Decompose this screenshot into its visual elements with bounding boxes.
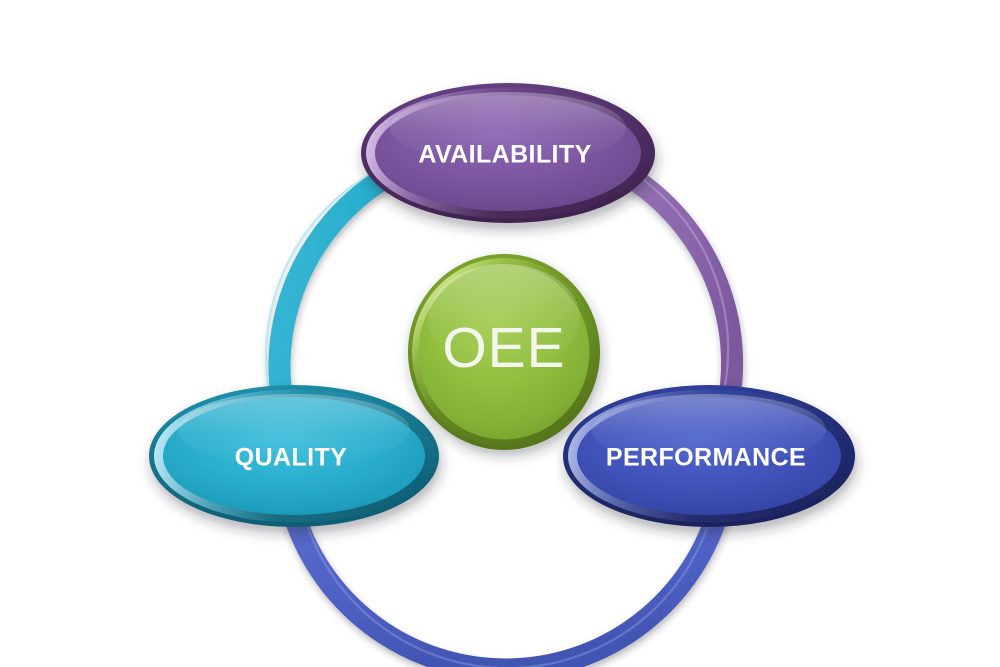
arc-performance-to-quality-band bbox=[281, 502, 731, 667]
lobe-quality[interactable]: QUALITY bbox=[149, 385, 439, 527]
lobe-availability-sheen bbox=[390, 92, 626, 164]
lobe-availability[interactable]: AVAILABILITY bbox=[361, 83, 655, 223]
lobe-performance[interactable]: PERFORMANCE bbox=[563, 385, 855, 527]
lobe-performance-label: PERFORMANCE bbox=[606, 444, 806, 472]
lobe-quality-label: QUALITY bbox=[235, 444, 348, 472]
center-node-label: OEE bbox=[442, 316, 565, 380]
lobe-performance-sheen bbox=[592, 394, 826, 466]
lobe-quality-sheen bbox=[178, 394, 410, 466]
lobe-availability-label: AVAILABILITY bbox=[418, 141, 591, 169]
center-node-oee[interactable]: OEE bbox=[408, 254, 600, 450]
arc-performance-to-quality bbox=[281, 494, 731, 667]
arc-performance-to-quality-highlight bbox=[298, 494, 718, 667]
center-node-sheen bbox=[428, 264, 580, 372]
